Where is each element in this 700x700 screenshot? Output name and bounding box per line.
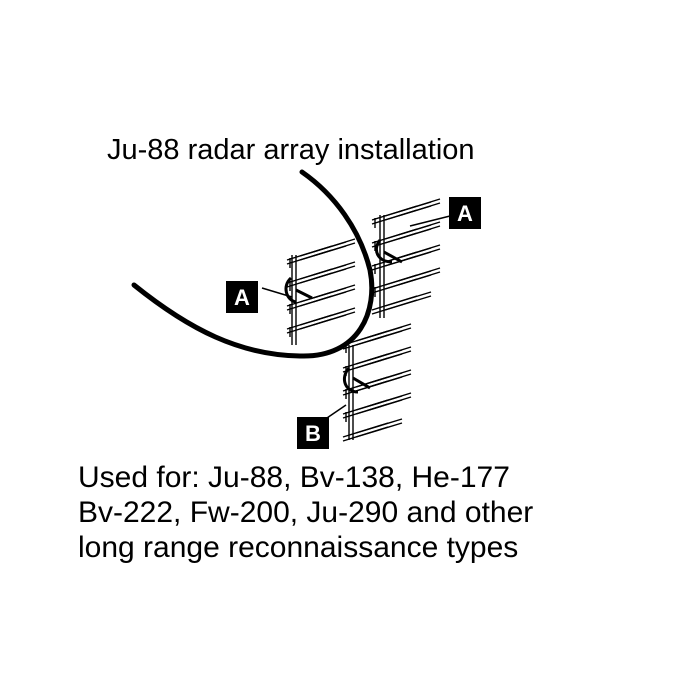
mast-right [379, 215, 385, 318]
leader-line-a-left [261, 287, 293, 298]
marker-b-label: B [305, 421, 321, 446]
dipole-stack-left-3 [286, 284, 356, 314]
dipole-stack-left-4 [286, 307, 356, 337]
marker-b: B [297, 417, 329, 449]
caption-line-2: Bv-222, Fw-200, Ju-290 and other [78, 496, 534, 529]
marker-a-top-label: A [457, 201, 473, 226]
diagram-title: Ju-88 radar array installation [107, 134, 475, 166]
aircraft-usage-caption: Used for: Ju-88, Bv-138, He-177 Bv-222, … [78, 460, 533, 565]
fuselage-nose-outline [131, 169, 375, 359]
antenna-array-right [371, 198, 441, 318]
antenna-array-bottom [342, 323, 412, 442]
caption-line-3: long range reconnaissance types [78, 531, 519, 564]
marker-a-left: A [226, 281, 258, 313]
caption-line-1: Used for: Ju-88, Bv-138, He-177 [78, 461, 510, 494]
marker-a-top: A [449, 197, 481, 229]
dipole-stack-left-2 [286, 261, 356, 291]
marker-a-left-label: A [234, 285, 250, 310]
dipole-stack-left-1 [286, 238, 356, 268]
antenna-array-left [284, 238, 356, 345]
